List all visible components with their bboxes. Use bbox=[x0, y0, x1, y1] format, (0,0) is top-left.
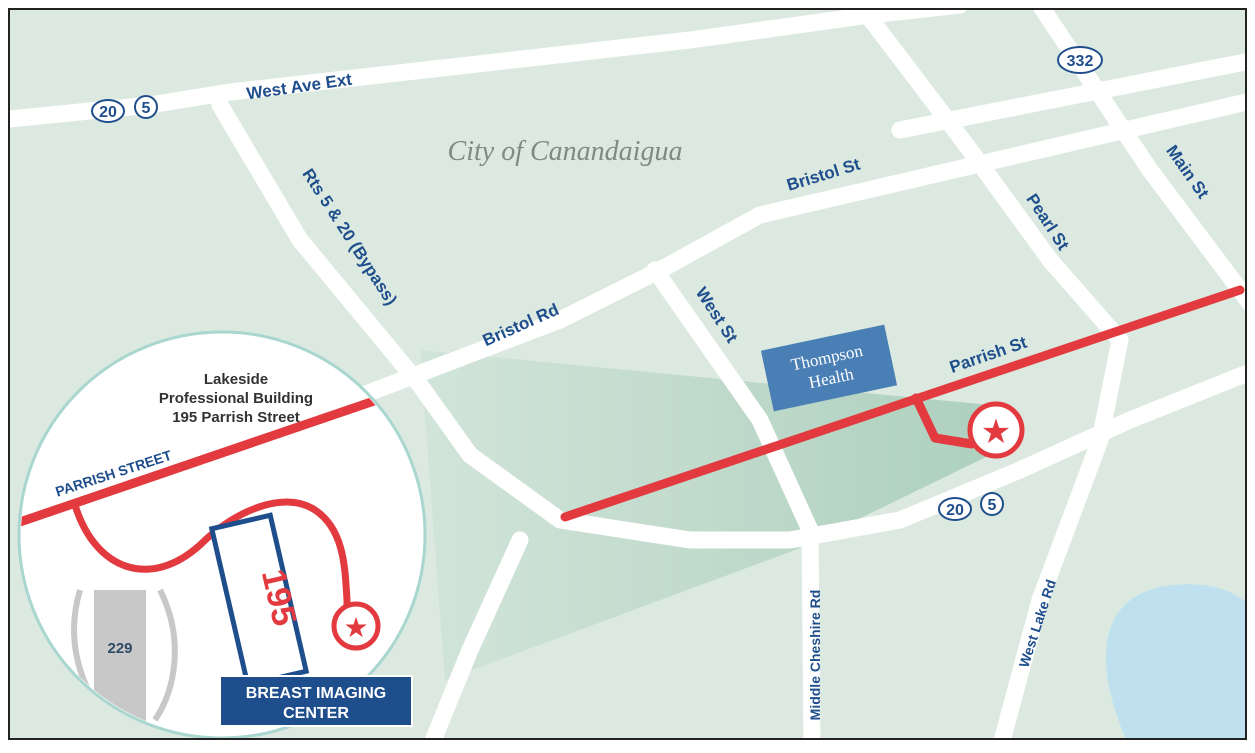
shield-5-east: 5 bbox=[988, 497, 997, 514]
center-label-line1: BREAST IMAGING bbox=[246, 685, 386, 702]
inset-star-icon: ★ bbox=[343, 612, 368, 643]
breast-imaging-center-box bbox=[219, 675, 413, 727]
shield-20-east: 20 bbox=[946, 502, 964, 519]
lake bbox=[1106, 584, 1246, 739]
inset-title-line3: 195 Parrish Street bbox=[172, 409, 300, 426]
inset-content: 229 195 ★ bbox=[21, 395, 382, 736]
inset-parrish-street bbox=[21, 395, 382, 527]
destination-marker bbox=[967, 401, 1025, 459]
road-west-st bbox=[646, 261, 821, 739]
route-shield-20-5-west: 20 5 bbox=[91, 95, 158, 123]
inset-drive-right bbox=[152, 588, 178, 722]
center-label-line2: CENTER bbox=[283, 705, 349, 722]
road-west-ave-ext bbox=[9, 9, 968, 128]
road-pearl-st bbox=[852, 9, 1129, 739]
inset-title-line2: Professional Building bbox=[159, 390, 313, 407]
map-frame bbox=[8, 8, 1247, 740]
inset-title-line1: Lakeside bbox=[204, 371, 268, 388]
parrish-st-route bbox=[560, 285, 1245, 522]
inset-destination-marker bbox=[331, 601, 381, 651]
inset-connector-beam bbox=[420, 350, 990, 680]
hospital-box bbox=[760, 324, 898, 412]
shield-332: 332 bbox=[1067, 53, 1094, 70]
label-middle-cheshire-rd: Middle Cheshire Rd bbox=[807, 590, 823, 721]
road-upper-east bbox=[891, 53, 1246, 139]
shield-5-west: 5 bbox=[142, 100, 151, 117]
building-229-label: 229 bbox=[107, 640, 132, 657]
shield-20-west: 20 bbox=[99, 104, 117, 121]
route-spur bbox=[911, 393, 977, 449]
city-label: City of Canandaigua bbox=[448, 136, 683, 167]
star-icon: ★ bbox=[981, 413, 1011, 451]
inset-route bbox=[71, 498, 351, 614]
road-bypass bbox=[211, 96, 1246, 549]
route-shield-20-5-east: 20 5 bbox=[938, 492, 1004, 521]
road-sw bbox=[424, 531, 529, 739]
route-shield-332: 332 bbox=[1057, 46, 1103, 74]
